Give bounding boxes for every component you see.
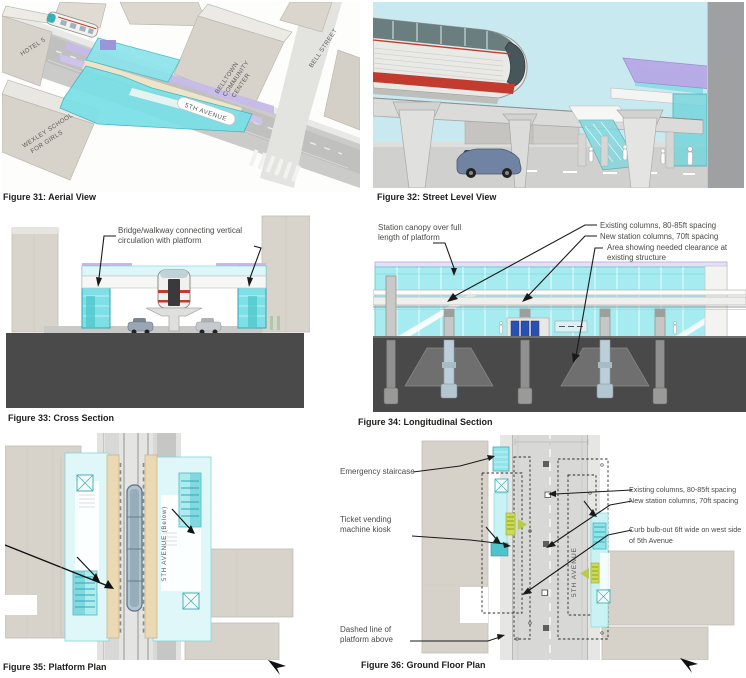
elevator-icon	[494, 478, 509, 493]
building-right-lower	[601, 626, 709, 660]
annotation-dashed-platform: Dashed line of platform above	[340, 625, 393, 644]
figure-35-platform-plan: 5TH AVENUE (Below)	[5, 433, 315, 660]
ground-mass	[6, 333, 304, 408]
annotation-new-columns: New station columns, 70ft spacing	[600, 232, 719, 241]
arrowhead	[493, 536, 501, 544]
guideway-beam	[373, 289, 746, 296]
arrowhead	[572, 353, 580, 363]
arrowhead	[487, 455, 495, 461]
building-left	[11, 227, 59, 333]
figure-caption: Figure 31: Aerial View	[3, 192, 97, 202]
arrowhead	[548, 490, 556, 497]
escalator-icon	[592, 522, 607, 550]
arrowhead	[451, 268, 457, 276]
leader-lines	[433, 224, 603, 357]
elevator-icon	[596, 589, 611, 604]
building-hotel-5	[2, 15, 53, 87]
escalator-direction-arrow	[518, 519, 527, 530]
train-red-stripe	[373, 72, 515, 94]
arrowhead	[497, 634, 505, 640]
annotation-existing-columns: Existing columns, 80-85ft spacing	[629, 485, 737, 494]
figure-36-ground-floor-plan: 5TH AVENUE	[340, 435, 746, 660]
annotation-existing-columns: Existing columns, 80-85ft spacing	[600, 221, 717, 230]
annotation-emergency-staircase: Emergency staircase	[340, 467, 415, 476]
figure-32-street-level-view	[373, 2, 744, 188]
figure-caption: Figure 33: Cross Section	[8, 413, 115, 423]
ticket-vending-machine-icon	[505, 512, 516, 536]
fifth-avenue-label: 5TH AVENUE	[571, 547, 578, 597]
arrowhead	[187, 525, 195, 534]
monorail-train	[373, 17, 528, 104]
north-arrow-icon	[268, 660, 286, 675]
fifth-avenue-below-label: 5TH AVENUE (Below)	[161, 506, 168, 581]
stair-icon	[492, 446, 510, 472]
ticket-vending-machine-icon	[590, 562, 600, 584]
figure-caption: Figure 35: Platform Plan	[3, 662, 107, 672]
leader-lines	[98, 235, 262, 279]
pedestrians	[499, 321, 677, 335]
monorail-train-plan	[126, 484, 143, 612]
escalator-direction-arrow	[580, 568, 589, 579]
annotation-ticket-vending: Ticket vending machine kiosk	[340, 515, 392, 534]
ground-floor-plan-drawing: 5TH AVENUE	[340, 435, 746, 660]
north-arrow-icon	[680, 658, 698, 673]
escalator-icon	[178, 472, 202, 528]
platform-plan-drawing: 5TH AVENUE (Below)	[5, 433, 315, 660]
leader-lines	[410, 457, 633, 642]
annotation-station-canopy: Station canopy over full length of platf…	[378, 223, 462, 242]
crosswalk	[248, 149, 301, 183]
arrowhead	[247, 277, 253, 287]
street-bell	[260, 2, 342, 188]
figure-caption: Figure 32: Street Level View	[377, 192, 497, 202]
figure-31-aerial-view: 5TH AVENUE HOTEL 5 WEXLEY SCHOOL FOR GIR…	[2, 2, 360, 192]
building-wexley-school	[2, 93, 95, 181]
dashed-platform-outline	[481, 456, 609, 640]
elevator-icon	[76, 474, 94, 492]
foundation-piles	[383, 339, 668, 405]
pedestrians	[588, 144, 693, 166]
figure-caption: Figure 34: Longitudinal Section	[358, 417, 493, 427]
arrowhead	[104, 580, 114, 589]
building-right-upper	[607, 550, 735, 626]
arrowhead	[546, 541, 556, 548]
car	[456, 148, 522, 178]
building-right	[707, 2, 744, 188]
annotation-bridge-walkway: Bridge/walkway connecting vertical circu…	[118, 226, 243, 245]
arrowhead	[92, 573, 100, 582]
arrowhead	[522, 587, 532, 595]
street-level-drawing	[373, 2, 744, 188]
platform-east	[144, 454, 158, 639]
elevator-icon	[182, 592, 200, 610]
plan-markers	[515, 463, 604, 641]
platform-west	[106, 454, 120, 639]
cross-section-drawing	[0, 212, 310, 412]
figure-33-cross-section	[0, 212, 310, 412]
y-column	[145, 307, 203, 332]
arrowhead	[522, 293, 533, 302]
car-left	[127, 318, 154, 335]
longitudinal-section-drawing	[373, 216, 746, 416]
figure-caption: Figure 36: Ground Floor Plan	[361, 660, 486, 670]
figure-34-longitudinal-section	[373, 216, 746, 416]
annotation-clearance: Area showing needed clearance at existin…	[607, 243, 728, 262]
arrowhead	[96, 277, 102, 287]
monorail-train-section	[157, 269, 191, 309]
arrowhead	[447, 293, 458, 302]
leader-lines	[5, 508, 193, 587]
annotation-curb-bulb-out: Curb bulb-out 6ft wide on west side of 5…	[629, 525, 742, 545]
monorail-train	[46, 11, 99, 38]
entrance-doors	[510, 320, 540, 338]
aerial-view-drawing: 5TH AVENUE HOTEL 5 WEXLEY SCHOOL FOR GIR…	[2, 2, 360, 192]
annotation-new-columns: New station columns, 70ft spacing	[629, 496, 739, 505]
buildings	[2, 2, 360, 181]
arrowhead	[503, 542, 511, 548]
